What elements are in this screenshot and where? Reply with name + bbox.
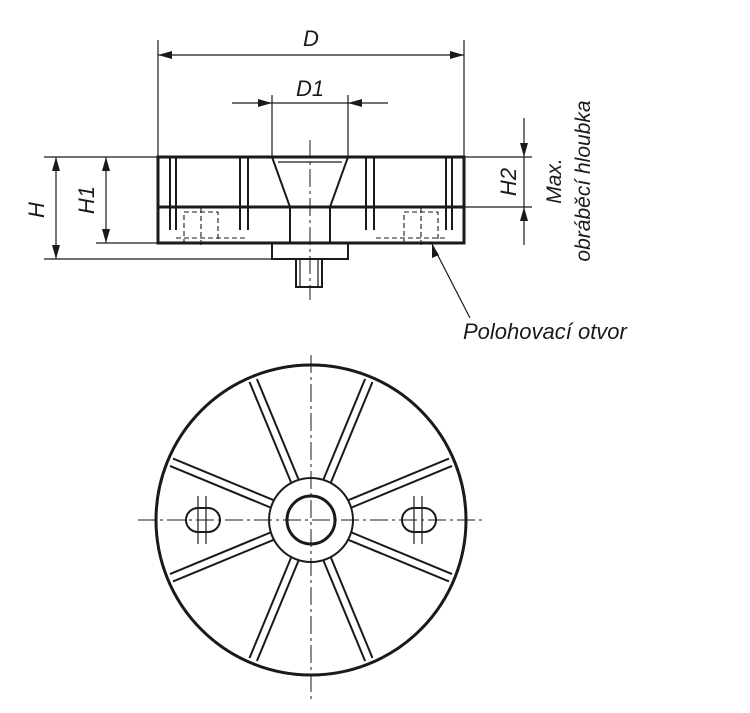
top-hub-inner [285, 494, 337, 546]
top-ribs [169, 378, 453, 662]
top-positioning-hole-left [185, 496, 221, 544]
callout-positioning-hole: Polohovací otvor [431, 243, 629, 344]
top-positioning-hole-right [401, 496, 437, 544]
top-view [138, 355, 484, 700]
label-machining-depth: obráběcí hloubka [572, 100, 595, 261]
label-H1: H1 [74, 186, 99, 214]
top-outer-circle [154, 363, 468, 677]
side-body-outline [156, 155, 466, 245]
top-hub-outer [268, 477, 354, 563]
side-cone-left [271, 156, 291, 243]
label-D: D [303, 26, 319, 51]
label-max: Max. [543, 158, 566, 204]
label-H2: H2 [496, 168, 521, 196]
label-positioning-hole: Polohovací otvor [463, 319, 629, 344]
label-H: H [24, 202, 49, 218]
side-cone-right [329, 156, 349, 243]
side-view [156, 140, 466, 300]
max-depth-note: Max. obráběcí hloubka [543, 100, 595, 261]
dimension-H2: H2 [464, 118, 532, 245]
dimension-H1: H1 [74, 157, 250, 244]
dimension-H: H [24, 156, 272, 260]
side-thread-stud [295, 258, 323, 288]
dimension-D1: D1 [232, 76, 388, 157]
label-D1: D1 [296, 76, 324, 101]
dimension-D: D [157, 26, 465, 157]
